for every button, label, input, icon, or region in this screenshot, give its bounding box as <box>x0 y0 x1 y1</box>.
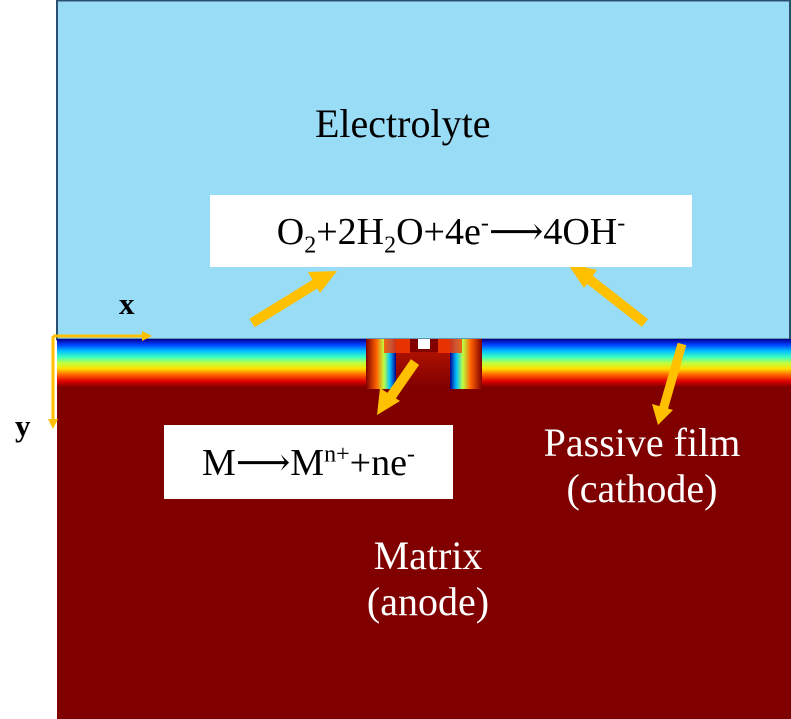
passive-film-label: Passive film (cathode) <box>512 420 772 513</box>
matrix-region <box>57 339 791 719</box>
cathode-reaction-box: O2+2H2O+4e-⟶4OH- <box>210 195 692 267</box>
axis-arrows <box>48 331 152 429</box>
x-axis-label: x <box>119 286 135 321</box>
anode-reaction-box: M⟶Mn++ne- <box>164 425 453 499</box>
pit-region <box>366 339 482 389</box>
anode-reaction-equation: M⟶Mn++ne- <box>202 440 415 484</box>
passive-film-arrow <box>658 342 687 412</box>
right-cathode-arrow <box>581 272 649 327</box>
left-cathode-arrowhead <box>308 271 337 293</box>
y-axis-arrowhead <box>48 419 58 429</box>
x-axis-arrowhead <box>142 331 152 341</box>
matrix-label: Matrix (anode) <box>330 533 526 626</box>
matrix-line1: Matrix <box>373 533 483 578</box>
matrix-line2: (anode) <box>366 579 490 625</box>
passive-film-line1: Passive film <box>543 420 741 465</box>
electrolyte-label: Electrolyte <box>315 101 491 146</box>
anode-arrowhead <box>377 388 400 415</box>
left-cathode-arrow <box>249 276 323 328</box>
electrolyte-region <box>56 0 791 341</box>
cathode-reaction-equation: O2+2H2O+4e-⟶4OH- <box>276 209 626 259</box>
reaction-arrows <box>249 263 687 425</box>
right-cathode-arrowhead <box>567 263 597 288</box>
passive-film-line2: (cathode) <box>566 466 718 512</box>
y-axis-label: y <box>15 408 31 443</box>
passive-film-arrowhead <box>652 404 673 425</box>
anode-arrow <box>385 359 420 401</box>
